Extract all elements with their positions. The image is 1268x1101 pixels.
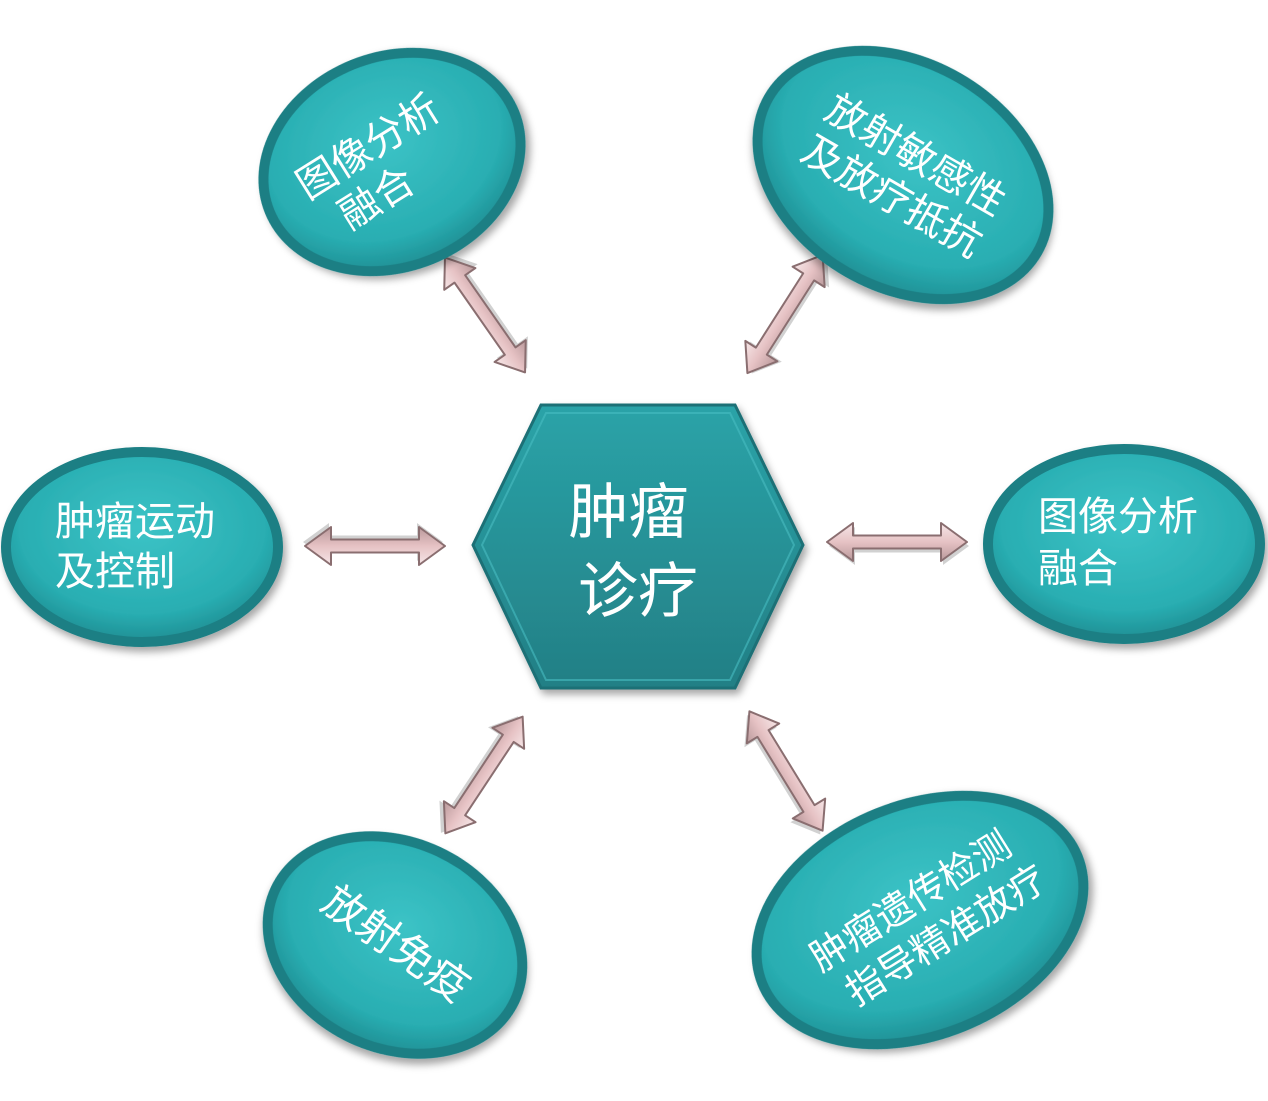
arrow-top-left [443, 253, 528, 374]
node-mid-left-label: 肿瘤运动 及控制 [55, 499, 228, 595]
node-mid-right-label: 图像分析 融合 [1038, 494, 1211, 592]
node-mid-right: 图像分析 融合 [983, 444, 1265, 644]
arrow-shape [745, 710, 827, 832]
arrow-bottom-right [744, 710, 827, 835]
arrow-mid-left [303, 523, 446, 566]
arrow-mid-right [826, 522, 969, 565]
arrow-shape [442, 715, 526, 835]
arrow-shape [826, 522, 968, 562]
node-bottom-right: 肿瘤遗传检测 指导精准放疗 [751, 790, 1089, 1050]
hub-hexagon [471, 403, 805, 690]
arrow-shape [443, 256, 527, 374]
arrow-shape [744, 253, 826, 375]
connector-arrows [303, 253, 969, 835]
node-mid-left: 肿瘤运动 及控制 [1, 447, 283, 647]
node-top-right: 放射敏感性 及放疗抵抗 [752, 45, 1054, 305]
hub-label: 肿瘤 诊疗 [568, 478, 707, 627]
arrow-shape [304, 526, 446, 566]
node-top-left: 图像分析 融合 [258, 47, 526, 277]
arrow-bottom-left [439, 715, 526, 835]
node-bottom-left: 放射免疫 [262, 831, 528, 1059]
